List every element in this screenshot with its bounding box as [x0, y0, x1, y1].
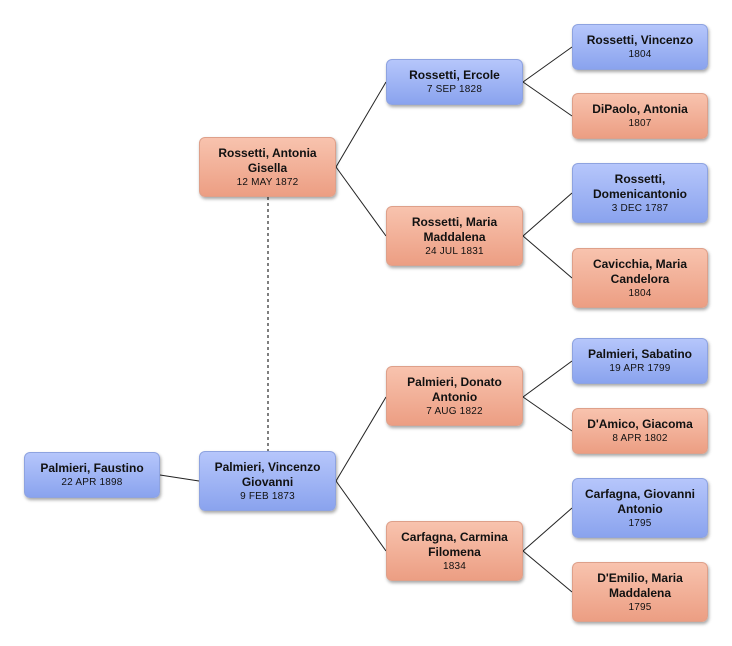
person-name: Palmieri, Faustino: [40, 461, 144, 475]
person-date: 7 SEP 1828: [426, 84, 483, 95]
person-name: Carfagna, Carmina Filomena: [401, 529, 508, 559]
person-card-p5[interactable]: Rossetti, Maria Maddalena 24 JUL 1831: [386, 206, 523, 266]
person-name: Rossetti, Domenicantonio: [592, 171, 687, 201]
link-p3-p5: [335, 166, 387, 237]
person-date: 1795: [628, 517, 652, 529]
person-date: 1804: [628, 287, 652, 299]
link-p7-p15: [522, 550, 573, 593]
person-date: 7 AUG 1822: [426, 405, 483, 417]
link-p5-p10: [522, 192, 573, 237]
person-card-p8[interactable]: Rossetti, Vincenzo 1804: [572, 24, 708, 70]
person-date: 3 DEC 1787: [611, 202, 669, 214]
person-name: Rossetti, Antonia Gisella: [218, 145, 317, 175]
person-card-p9[interactable]: DiPaolo, Antonia 1807: [572, 93, 708, 139]
link-p2-p6: [335, 396, 387, 482]
person-date: 24 JUL 1831: [425, 245, 484, 257]
person-card-p1[interactable]: Palmieri, Faustino 22 APR 1898: [24, 452, 160, 498]
person-name: DiPaolo, Antonia: [592, 102, 688, 116]
person-card-p15[interactable]: D'Emilio, Maria Maddalena 1795: [572, 562, 708, 622]
person-name: D'Amico, Giacoma: [587, 417, 693, 431]
person-date: 1795: [628, 601, 652, 613]
person-name: Cavicchia, Maria Candelora: [592, 256, 688, 286]
link-p6-p13: [522, 396, 573, 432]
link-p7-p14: [522, 507, 573, 552]
person-card-p7[interactable]: Carfagna, Carmina Filomena 1834: [386, 521, 523, 581]
person-date: 8 APR 1802: [612, 433, 668, 444]
link-p4-p9: [522, 81, 573, 117]
person-name: Palmieri, Sabatino: [587, 347, 693, 361]
person-name: Palmieri, Donato Antonio: [407, 374, 502, 404]
person-date: 9 FEB 1873: [240, 490, 295, 502]
person-date: 19 APR 1799: [609, 363, 671, 374]
person-name: Rossetti, Vincenzo: [586, 33, 694, 47]
person-card-p10[interactable]: Rossetti, Domenicantonio 3 DEC 1787: [572, 163, 708, 223]
person-card-p14[interactable]: Carfagna, Giovanni Antonio 1795: [572, 478, 708, 538]
person-date: 1834: [442, 560, 467, 572]
person-card-p13[interactable]: D'Amico, Giacoma 8 APR 1802: [572, 408, 708, 454]
person-card-p12[interactable]: Palmieri, Sabatino 19 APR 1799: [572, 338, 708, 384]
link-p4-p8: [522, 46, 573, 83]
link-p3-p4: [335, 81, 387, 168]
person-card-p3[interactable]: Rossetti, Antonia Gisella 12 MAY 1872: [199, 137, 336, 197]
person-card-p4[interactable]: Rossetti, Ercole 7 SEP 1828: [386, 59, 523, 105]
link-p6-p12: [522, 360, 573, 398]
person-name: Rossetti, Maria Maddalena: [411, 214, 498, 244]
person-name: Carfagna, Giovanni Antonio: [584, 486, 696, 516]
person-card-p6[interactable]: Palmieri, Donato Antonio 7 AUG 1822: [386, 366, 523, 426]
person-date: 12 MAY 1872: [236, 176, 299, 188]
person-name: Rossetti, Ercole: [409, 68, 500, 82]
person-date: 22 APR 1898: [61, 477, 123, 488]
person-card-p11[interactable]: Cavicchia, Maria Candelora 1804: [572, 248, 708, 308]
person-date: 1807: [628, 118, 652, 129]
person-name: Palmieri, Vincenzo Giovanni: [214, 459, 321, 489]
link-p5-p11: [522, 235, 573, 279]
person-name: D'Emilio, Maria Maddalena: [597, 570, 683, 600]
person-date: 1804: [628, 49, 652, 60]
link-p1-p2: [159, 474, 200, 482]
person-card-p2[interactable]: Palmieri, Vincenzo Giovanni 9 FEB 1873: [199, 451, 336, 511]
link-p2-p7: [335, 480, 387, 552]
